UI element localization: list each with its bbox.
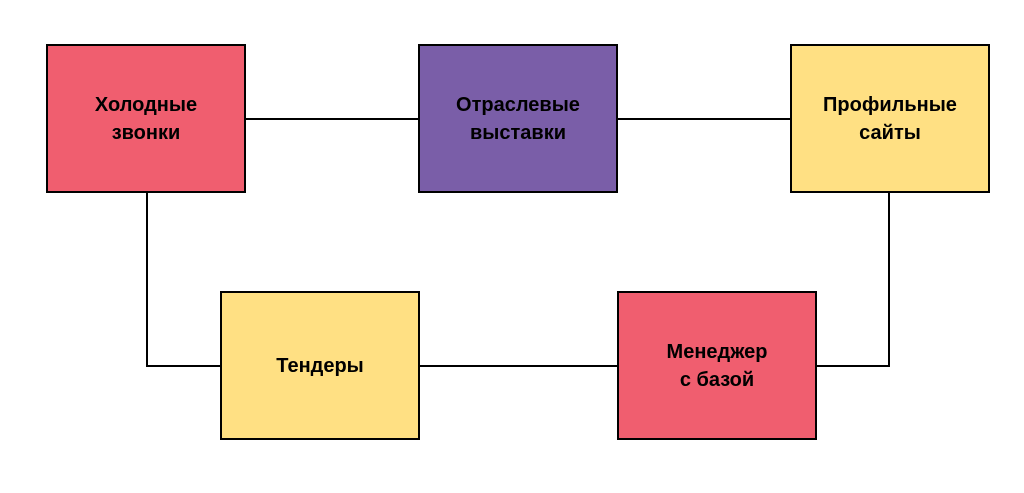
edge-manager-profile-sites xyxy=(817,193,890,367)
node-cold-calls-label: Холодные звонки xyxy=(95,91,197,147)
node-manager-label: Менеджер с базой xyxy=(667,338,768,394)
node-tenders: Тендеры xyxy=(220,291,420,440)
node-exhibitions-label: Отраслевые выставки xyxy=(456,91,580,147)
node-tenders-label: Тендеры xyxy=(276,352,364,380)
node-exhibitions: Отраслевые выставки xyxy=(418,44,618,193)
node-profile-sites-label: Профильные сайты xyxy=(823,91,957,147)
node-manager-line-1: Менеджер xyxy=(666,340,768,363)
node-cold-calls-line-2: звонки xyxy=(111,121,181,144)
node-tenders-line-1: Тендеры xyxy=(276,354,364,377)
node-profile-sites: Профильные сайты xyxy=(790,44,990,193)
node-exhibitions-line-2: выставки xyxy=(469,121,566,144)
node-cold-calls: Холодные звонки xyxy=(46,44,246,193)
node-manager-line-2: с базой xyxy=(679,368,755,391)
edge-cold-calls-tenders xyxy=(146,193,220,367)
node-exhibitions-line-1: Отраслевые xyxy=(456,93,580,116)
node-profile-sites-line-1: Профильные xyxy=(823,93,957,116)
node-profile-sites-line-2: сайты xyxy=(859,121,921,144)
node-manager: Менеджер с базой xyxy=(617,291,817,440)
node-cold-calls-line-1: Холодные xyxy=(94,93,198,116)
